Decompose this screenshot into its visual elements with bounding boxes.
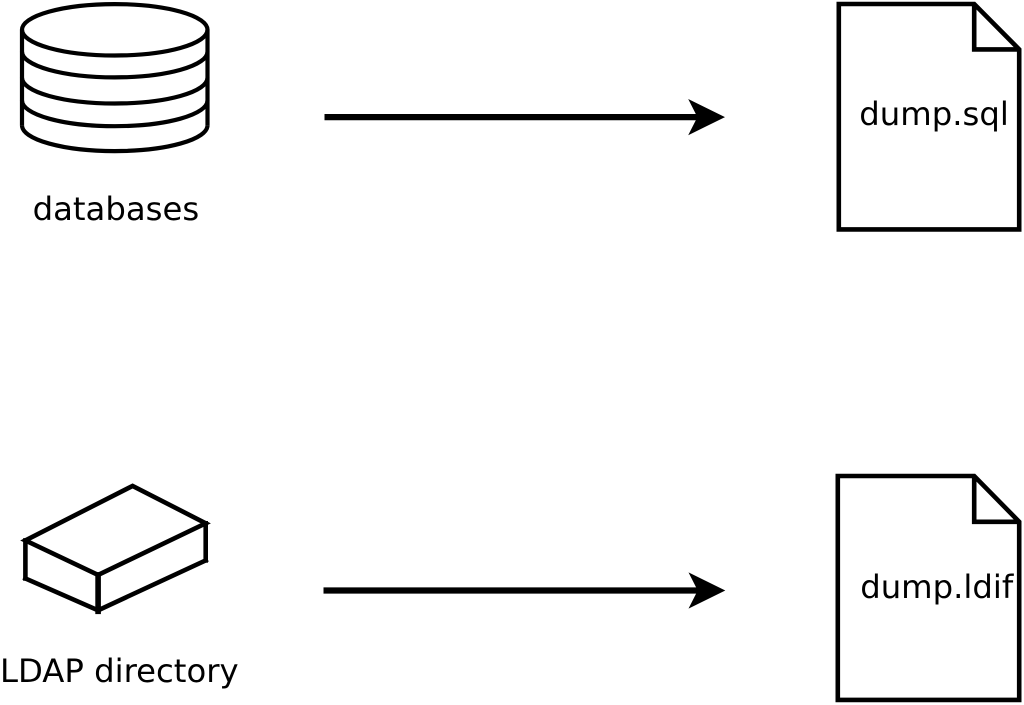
cylinder-disk-arc <box>19 77 210 106</box>
document-outline <box>835 473 1022 703</box>
box-top-face <box>20 483 211 578</box>
arrow-ldap-to-dump-ldif-icon <box>323 572 726 609</box>
ldap-box-3d-icon <box>20 483 211 615</box>
database-stack-icon <box>19 1 210 154</box>
arrow-head <box>688 99 725 136</box>
cylinder-disk-arc <box>19 100 210 129</box>
document-fold-corner <box>971 4 1020 52</box>
arrow-head <box>688 572 726 609</box>
cylinder-disk-arc <box>19 125 210 154</box>
document-dump-sql-icon <box>836 1 1022 232</box>
cylinder-top-ellipse <box>19 1 210 58</box>
label-ldap-directory: LDAP directory <box>0 652 239 690</box>
document-outline <box>836 1 1022 232</box>
document-fold-corner <box>971 476 1020 525</box>
label-dump-sql: dump.sql <box>859 94 1009 133</box>
label-databases: databases <box>32 190 200 229</box>
label-dump-ldif: dump.ldif <box>860 567 1014 606</box>
document-dump-ldif-icon <box>835 473 1022 703</box>
box-bottom-edges <box>22 557 209 613</box>
cylinder-disk-arc <box>19 51 210 80</box>
arrow-databases-to-dump-sql-icon <box>324 99 725 136</box>
